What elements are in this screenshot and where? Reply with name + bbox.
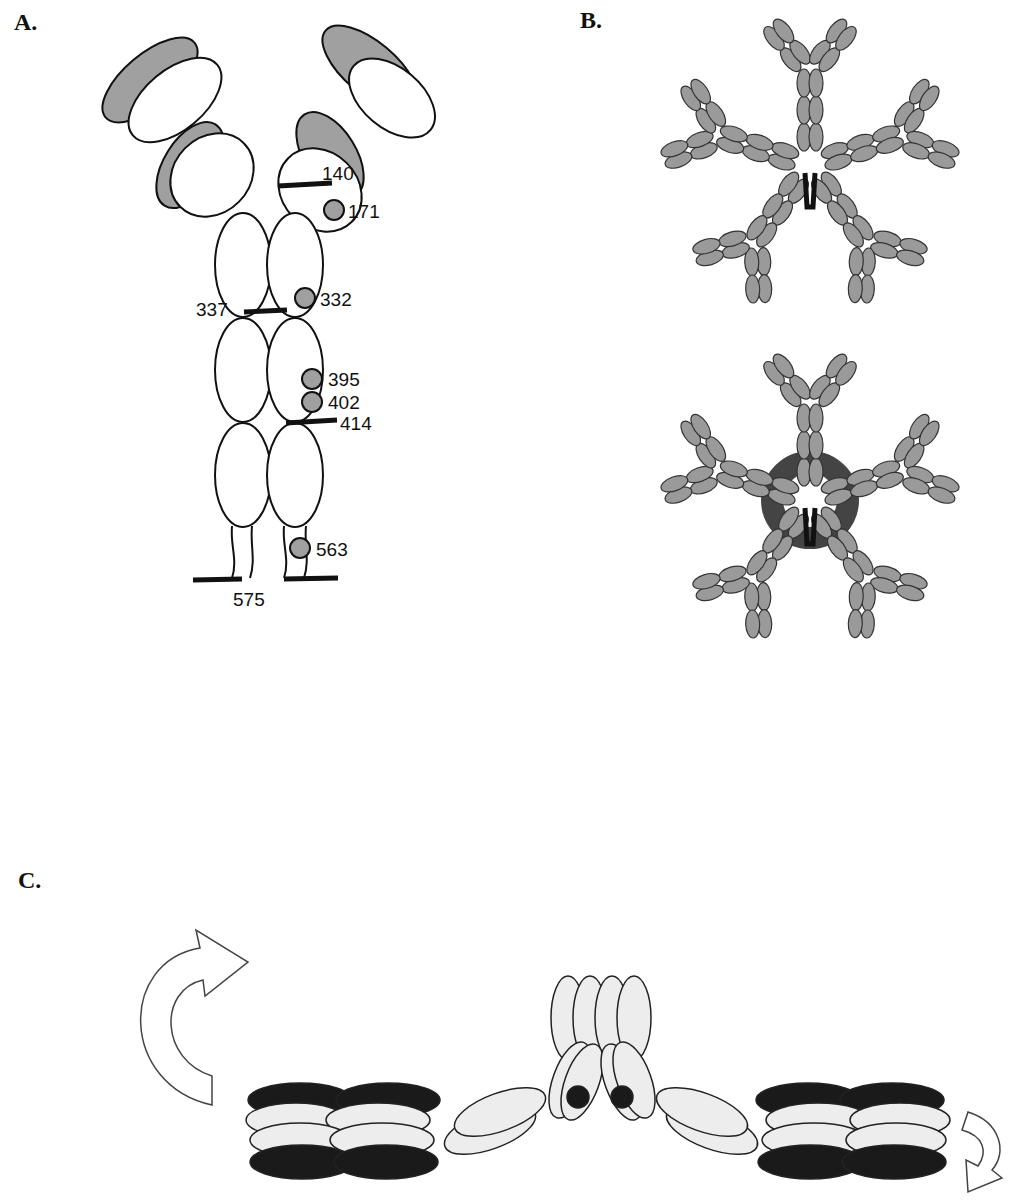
callout-number: 395 [328,370,360,389]
antibody-a [89,11,450,580]
rotation-arrow [141,930,248,1105]
antibody-c [246,976,950,1179]
callout-number: 171 [348,202,380,221]
pentamer-bottom [652,351,967,651]
panel-letter: C. [18,868,41,892]
callout-number: 337 [196,300,228,319]
pentamer-top [652,16,967,316]
panel-letter: A. [14,10,37,34]
panel-letter: B. [580,8,602,32]
callout-number: 575 [233,590,265,609]
callout-number: 332 [320,290,352,309]
callout-number: 140 [322,164,354,183]
callout-number: 414 [340,414,372,433]
callout-number: 563 [316,540,348,559]
callout-number: 402 [328,393,360,412]
rotation-arrow [962,1112,1002,1192]
